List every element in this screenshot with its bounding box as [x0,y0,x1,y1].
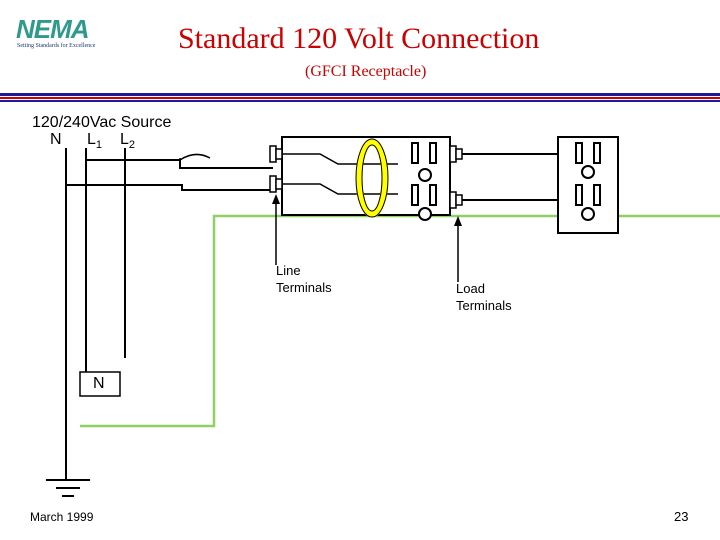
load-terminals-arrow [454,216,462,282]
load-terminals [449,145,463,209]
neutral-feed-wire [66,184,273,191]
load-terminals-label: Load Terminals [456,280,512,314]
header-rule-red [0,97,720,99]
internal-conductor-neutral [282,183,398,195]
nema-logo: NEMA [16,14,90,44]
page-subtitle: (GFCI Receptacle) [305,63,427,80]
sensor-ring-outline [355,138,389,218]
gfci-outlet-slots [411,142,437,221]
l2-letter: L [120,131,129,148]
neutral-bar-label: N [93,375,105,392]
sensor-ring [355,138,389,218]
l2-label: L2 [120,131,135,151]
l1-subscript: 1 [95,139,103,152]
load-terminals-label-line2: Terminals [456,298,512,313]
internal-conductor-hot [282,153,398,165]
load-terminals-label-line1: Load [456,281,485,296]
header-rule-blue [0,93,720,96]
ground-wire [80,214,720,428]
logo-tagline: Setting Standards for Excellence [17,43,96,49]
header-rule [0,93,720,102]
line-terminals-label-line2: Terminals [276,280,332,295]
line-terminals-arrow [272,194,280,265]
l1-label: L1 [87,131,102,151]
page-number: 23 [674,509,689,524]
neutral-bar [79,371,121,397]
l2-subscript: 2 [128,139,136,152]
page-title: Standard 120 Volt Connection [178,22,540,55]
line-terminal-hot [269,145,283,163]
line-terminals-label-line1: Line [276,263,301,278]
neutral-label: N [50,131,62,148]
footer-date: March 1999 [30,510,94,524]
line-terminals-label: Line Terminals [276,262,332,296]
downstream-outlet-slots [575,142,601,221]
earth-ground-icon [46,465,90,497]
overcurrent-device-icon [179,153,211,161]
line-terminal-neutral [269,175,283,193]
sensor-ring-inner [361,144,383,212]
source-label: 120/240Vac Source [32,114,172,131]
header-rule-blue-2 [0,100,720,102]
l1-letter: L [87,131,96,148]
